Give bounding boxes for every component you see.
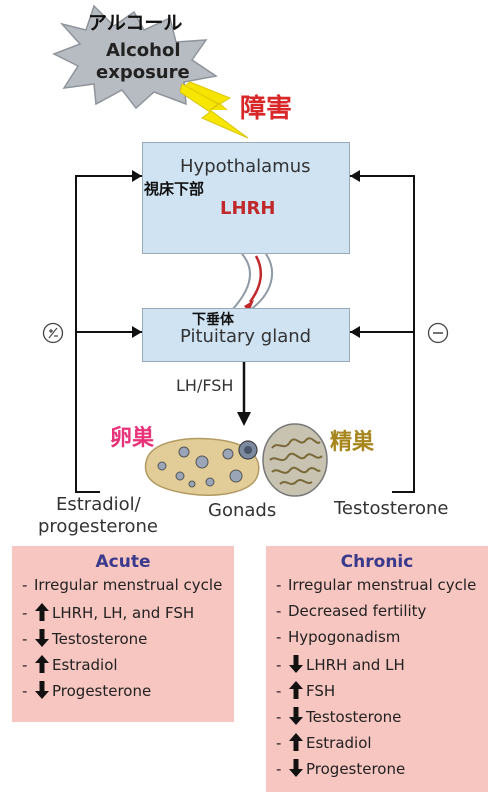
chronic-item-text: Progesterone bbox=[306, 760, 406, 778]
bullet-dash: - bbox=[22, 630, 28, 648]
acute-item-text: LHRH, LH, and FSH bbox=[52, 604, 195, 622]
chronic-list-item: - Estradiol bbox=[276, 732, 372, 752]
arrow-up-icon bbox=[289, 733, 303, 751]
chronic-item-text: Hypogonadism bbox=[288, 628, 401, 646]
acute-list-item: - Progesterone bbox=[22, 680, 151, 700]
arrow-down-icon bbox=[289, 759, 303, 777]
chronic-panel: Chronic -Irregular menstrual cycle-Decre… bbox=[266, 546, 488, 792]
alcohol-line2: exposure bbox=[96, 62, 190, 83]
damage-jp-label: 障害 bbox=[240, 94, 293, 124]
lh-fsh-label: LH/FSH bbox=[176, 376, 234, 395]
plus-minus-feedback-icon bbox=[42, 322, 64, 344]
bullet-dash: - bbox=[22, 604, 28, 622]
alcohol-burst bbox=[52, 4, 232, 110]
chronic-item-text: FSH bbox=[306, 682, 336, 700]
burst-shape bbox=[52, 4, 218, 110]
bullet-dash: - bbox=[22, 656, 28, 674]
chronic-item-text: Decreased fertility bbox=[288, 602, 427, 620]
bullet-dash: - bbox=[276, 682, 282, 700]
acute-panel: Acute -Irregular menstrual cycle-LHRH, L… bbox=[12, 546, 234, 722]
bullet-dash: - bbox=[276, 628, 282, 646]
chronic-list-item: -Decreased fertility bbox=[276, 602, 426, 620]
arrow-down-icon bbox=[35, 629, 49, 647]
pituitary-box bbox=[142, 308, 350, 362]
ovary-jp-label: 卵巣 bbox=[110, 426, 155, 451]
acute-list-item: -Irregular menstrual cycle bbox=[22, 576, 222, 594]
arrow-up-icon bbox=[35, 603, 49, 621]
estradiol-label-line1: Estradiol/ bbox=[56, 494, 141, 515]
chronic-list-item: - LHRH and LH bbox=[276, 654, 405, 674]
bullet-dash: - bbox=[276, 708, 282, 726]
arrow-down-icon bbox=[35, 681, 49, 699]
arrow-up-icon bbox=[35, 655, 49, 673]
hypothalamus-box bbox=[142, 142, 350, 254]
bullet-dash: - bbox=[22, 682, 28, 700]
bullet-dash: - bbox=[276, 602, 282, 620]
acute-list-item: - LHRH, LH, and FSH bbox=[22, 602, 194, 622]
bullet-dash: - bbox=[276, 576, 282, 594]
lh-fsh-arrow bbox=[237, 362, 251, 426]
lhrh-transport-arrow bbox=[248, 255, 263, 303]
acute-item-text: Progesterone bbox=[52, 682, 152, 700]
testis-illustration bbox=[262, 423, 328, 497]
testosterone-label: Testosterone bbox=[334, 498, 449, 519]
ovary-illustration bbox=[144, 437, 260, 496]
alcohol-line1: Alcohol bbox=[106, 40, 181, 61]
chronic-title: Chronic bbox=[340, 552, 414, 572]
acute-item-text: Irregular menstrual cycle bbox=[34, 576, 223, 594]
chronic-item-text: LHRH and LH bbox=[306, 656, 405, 674]
chronic-list-item: - Progesterone bbox=[276, 758, 405, 778]
lightning-bolt bbox=[180, 83, 249, 139]
arrow-down-icon bbox=[289, 707, 303, 725]
bullet-dash: - bbox=[276, 760, 282, 778]
acute-item-text: Testosterone bbox=[52, 630, 148, 648]
minus-feedback-icon bbox=[427, 322, 449, 344]
lhrh-label: LHRH bbox=[220, 198, 276, 219]
bullet-dash: - bbox=[22, 576, 28, 594]
arrow-down-icon bbox=[289, 655, 303, 673]
hypothalamus-jp-label: 視床下部 bbox=[144, 180, 205, 198]
bullet-dash: - bbox=[276, 656, 282, 674]
alcohol-jp-label: アルコール bbox=[88, 12, 183, 34]
estradiol-label-line2: progesterone bbox=[38, 516, 158, 537]
hypothalamus-label: Hypothalamus bbox=[180, 156, 311, 177]
chronic-list-item: -Irregular menstrual cycle bbox=[276, 576, 476, 594]
chronic-item-text: Irregular menstrual cycle bbox=[288, 576, 477, 594]
acute-list-item: - Testosterone bbox=[22, 628, 147, 648]
chronic-item-text: Estradiol bbox=[306, 734, 372, 752]
chronic-list-item: -Hypogonadism bbox=[276, 628, 400, 646]
pituitary-jp-label: 下垂体 bbox=[192, 312, 234, 328]
chronic-list-item: - FSH bbox=[276, 680, 335, 700]
arrow-up-icon bbox=[289, 681, 303, 699]
pituitary-label: Pituitary gland bbox=[180, 326, 312, 347]
chronic-item-text: Testosterone bbox=[306, 708, 402, 726]
acute-list-item: - Estradiol bbox=[22, 654, 118, 674]
testis-jp-label: 精巣 bbox=[330, 430, 375, 455]
bullet-dash: - bbox=[276, 734, 282, 752]
acute-item-text: Estradiol bbox=[52, 656, 118, 674]
gonads-label: Gonads bbox=[208, 500, 277, 521]
acute-title: Acute bbox=[95, 552, 151, 572]
chronic-list-item: - Testosterone bbox=[276, 706, 401, 726]
